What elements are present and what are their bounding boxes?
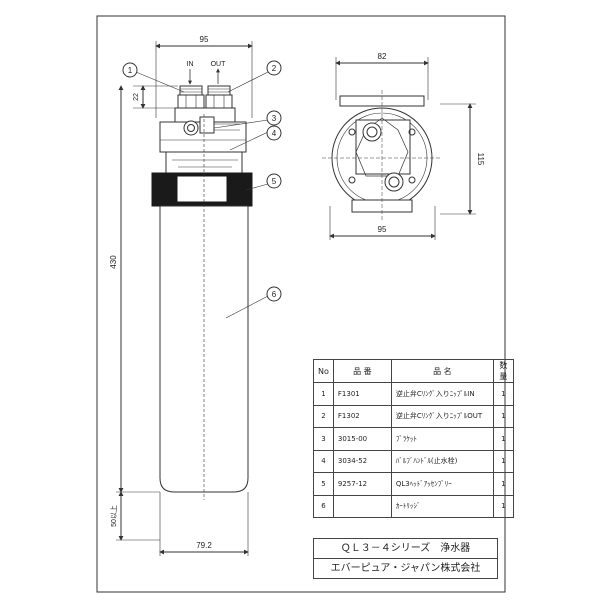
sheet-border [96, 15, 506, 593]
plan-screw [408, 128, 416, 136]
cell-no: 6 [313, 494, 334, 518]
plan-fitting-out [384, 172, 404, 192]
leader-line-1 [135, 71, 185, 93]
cell-quantity: 1 [492, 427, 514, 451]
port-label-out: OUT [211, 61, 227, 68]
balloon-4 [266, 125, 282, 141]
leader-line-3 [213, 119, 269, 129]
leader-line-4 [229, 131, 269, 151]
leader-line-5 [245, 183, 269, 191]
dim-text-50: 50以上 [109, 505, 118, 527]
front-view [116, 41, 269, 556]
table-row: 1 F1301 逆止弁Cﾘﾝｸﾞ入りﾆｯﾌﾟﾙIN 1 [313, 382, 514, 406]
dim-text-82: 82 [378, 52, 387, 61]
cell-part-number [332, 494, 392, 518]
table-header-row: No 品 番 品 名 数量 [313, 359, 514, 383]
table-row: 4 3034-52 ﾊﾞﾙﾌﾞﾊﾝﾄﾞﾙ(止水栓) 1 [313, 449, 514, 473]
cell-part-name: ﾌﾞﾗｹｯﾄ [390, 427, 494, 451]
cell-no: 3 [313, 427, 334, 451]
table-row: 6 ｶｰﾄﾘｯｼﾞ 1 [313, 494, 514, 518]
cell-quantity: 1 [492, 494, 514, 518]
head-bracket [159, 107, 247, 174]
cell-part-number: 3015-00 [332, 427, 392, 451]
balloon-label: 5 [272, 177, 277, 186]
header-no: No [313, 359, 334, 383]
cell-quantity: 1 [492, 449, 514, 473]
dim-text-79: 79.2 [196, 541, 212, 550]
balloon-5 [266, 173, 282, 189]
balloon-label: 2 [272, 64, 277, 73]
cell-part-number: F1302 [332, 404, 392, 428]
cell-part-name: 逆止弁Cﾘﾝｸﾞ入りﾆｯﾌﾟﾙIN [390, 382, 494, 406]
leader-line-2 [227, 71, 269, 93]
cartridge-body [159, 114, 249, 500]
collar-ring [151, 172, 253, 207]
balloon-2 [266, 60, 282, 76]
balloon-1 [122, 62, 138, 78]
balloon-6 [266, 286, 282, 302]
cell-no: 2 [313, 404, 334, 428]
plan-screw [348, 128, 356, 136]
plan-fitting-out-bore [388, 176, 400, 188]
plan-view [322, 57, 476, 240]
title-series: ＱＬ３－４シリーズ 浄水器 [340, 543, 471, 554]
plan-valve-body [355, 117, 409, 177]
dim-text-95-plan: 95 [378, 225, 387, 234]
title-block: ＱＬ３－４シリーズ 浄水器 エバーピュア・ジャパン株式会社 [313, 538, 498, 579]
header-part-number: 品 番 [332, 359, 392, 383]
in-fitting [177, 85, 205, 109]
dim-text-430: 430 [109, 255, 118, 269]
plan-screw [408, 176, 416, 184]
plan-fitting-in-bore [366, 126, 378, 138]
cell-no: 1 [313, 382, 334, 406]
cell-no: 5 [313, 472, 334, 496]
balloon-3 [266, 110, 282, 126]
balloon-label: 1 [128, 66, 133, 75]
cell-part-number: 9257-12 [332, 472, 392, 496]
dim-text-22: 22 [133, 93, 140, 101]
header-part-name: 品 名 [390, 359, 494, 383]
cell-part-number: 3034-52 [332, 449, 392, 473]
cell-part-name: ﾊﾞﾙﾌﾞﾊﾝﾄﾞﾙ(止水栓) [390, 449, 494, 473]
dim-text-95: 95 [200, 35, 209, 44]
table-row: 5 9257-12 QL3ﾍｯﾄﾞｱｯｾﾝﾌﾞﾘｰ 1 [313, 472, 514, 496]
title-company: エバーピュア・ジャパン株式会社 [314, 558, 497, 578]
balloon-label: 3 [272, 114, 277, 123]
header-quantity: 数量 [492, 359, 514, 383]
cell-no: 4 [313, 449, 334, 473]
leader-line-6 [225, 295, 269, 319]
cell-quantity: 1 [492, 472, 514, 496]
plan-screw [348, 176, 356, 184]
cell-part-number: F1301 [332, 382, 392, 406]
balloon-label: 4 [272, 129, 277, 138]
dim-text-115: 115 [476, 153, 485, 166]
table-row: 2 F1302 逆止弁Cﾘﾝｸﾞ入りﾆｯﾌﾟﾙOUT 1 [313, 404, 514, 428]
out-fitting [205, 85, 233, 109]
cell-part-name: 逆止弁Cﾘﾝｸﾞ入りﾆｯﾌﾟﾙOUT [390, 404, 494, 428]
cell-quantity: 1 [492, 382, 514, 406]
cell-part-name: ｶｰﾄﾘｯｼﾞ [390, 494, 494, 518]
balloon-label: 6 [272, 290, 277, 299]
parts-list-table: No 品 番 品 名 数量 1 F1301 逆止弁Cﾘﾝｸﾞ入りﾆｯﾌﾟﾙIN … [313, 359, 514, 518]
balloons: 1 2 3 4 5 6 [122, 60, 282, 302]
plan-fitting-in [362, 122, 382, 142]
port-label-in: IN [187, 61, 194, 68]
cell-quantity: 1 [492, 404, 514, 428]
cell-part-name: QL3ﾍｯﾄﾞｱｯｾﾝﾌﾞﾘｰ [390, 472, 494, 496]
table-row: 3 3015-00 ﾌﾞﾗｹｯﾄ 1 [313, 427, 514, 451]
